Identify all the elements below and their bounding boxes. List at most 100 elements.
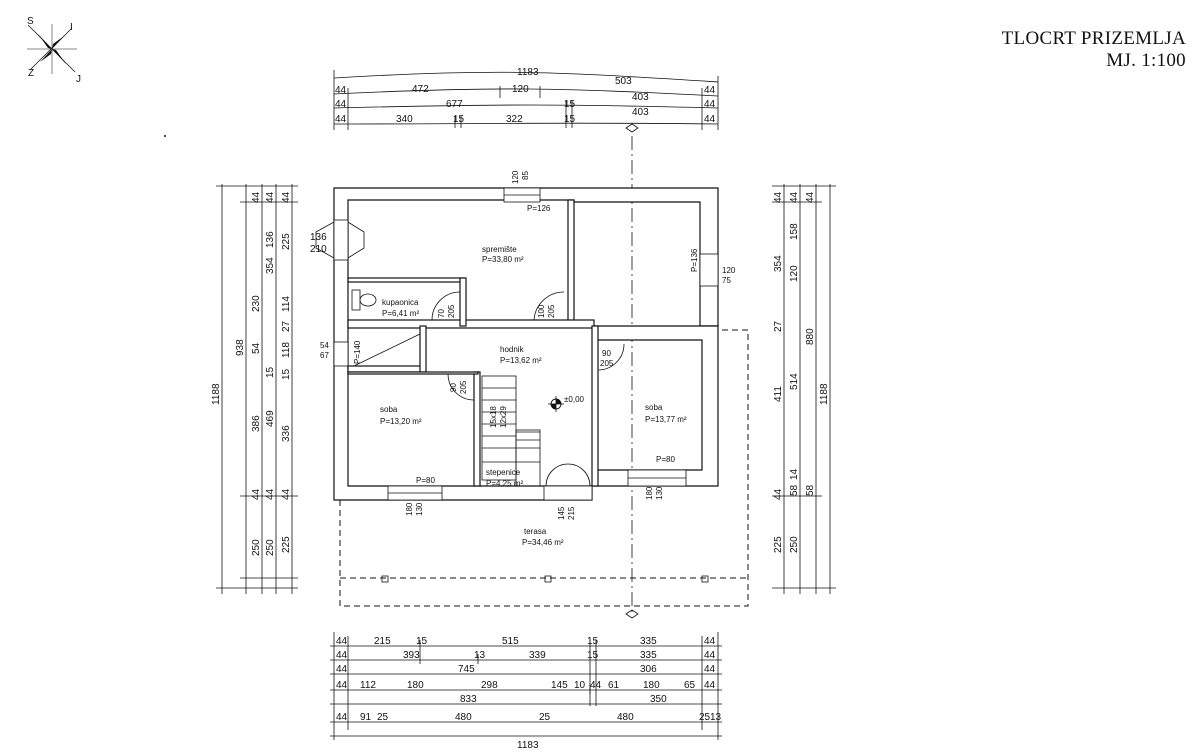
- top-r3-c: 15: [453, 114, 465, 125]
- right-c1-d: 411: [773, 386, 784, 402]
- right-c2-c: 120: [789, 265, 800, 282]
- bot-r5-b: 350: [650, 694, 667, 705]
- compass-j: J: [76, 74, 81, 85]
- bot-r4-k: 44: [704, 680, 716, 691]
- bot-r3-a: 44: [336, 664, 348, 675]
- wleft-b: 210: [310, 244, 327, 255]
- compass-z: Z: [28, 68, 34, 79]
- wsobal-b: 180: [405, 502, 414, 516]
- bot-r1-e: 15: [587, 636, 599, 647]
- wtop-b: 85: [521, 171, 530, 180]
- room-name-soba-l: soba: [380, 405, 398, 414]
- interior-walls: [347, 199, 599, 487]
- left-c1-c: 54: [251, 342, 262, 354]
- wsobar-a: P=80: [656, 455, 675, 464]
- bot-r2-d: 339: [529, 650, 546, 661]
- right-c1-c: 27: [773, 320, 784, 332]
- right-c2-d: 514: [789, 373, 800, 390]
- bot-r2-e: 15: [587, 650, 599, 661]
- stair-note-a: 15x18: [489, 406, 498, 428]
- right-c2-b: 158: [789, 223, 800, 240]
- bot-r3-b: 745: [458, 664, 475, 675]
- wsobar-b: 180: [645, 486, 654, 500]
- left-c3-e: 118: [281, 342, 292, 358]
- wtop-a: 120: [511, 170, 520, 184]
- left-c3-f: 15: [281, 368, 292, 380]
- dleft-c: P=140: [353, 340, 362, 364]
- toilet-fixture: [351, 289, 377, 311]
- terrace-outline: [339, 329, 749, 607]
- right-c3-b: 58: [805, 484, 816, 496]
- top-r3-b: 340: [396, 114, 413, 125]
- left-c3-g: 336: [281, 425, 292, 442]
- bot-r4-h: 61: [608, 680, 620, 691]
- left-c3-h: 44: [281, 488, 292, 500]
- bot-r5-a: 833: [460, 694, 477, 705]
- right-c1-b: 354: [773, 255, 784, 272]
- bot-r4-i: 180: [643, 680, 660, 691]
- dleft-a: 54: [320, 341, 329, 350]
- dsobar-b: 205: [600, 359, 614, 368]
- bot-r1-f: 335: [640, 636, 657, 647]
- left-c1-f: 250: [251, 539, 262, 556]
- top-r3-d: 322: [506, 114, 523, 125]
- right-c3-a: 44: [805, 191, 816, 203]
- bot-r2-g: 44: [704, 650, 716, 661]
- room-labels: spremište P=33,80 m² kupaonica P=6,41 m²…: [380, 245, 687, 547]
- left-c2-g: 250: [265, 539, 276, 556]
- left-c1-e: 44: [251, 488, 262, 500]
- wsobar-c: 130: [655, 486, 664, 500]
- wsobal-a: P=80: [416, 476, 435, 485]
- compass-s: S: [27, 16, 34, 27]
- dhall-a: 100: [537, 304, 546, 318]
- dterasa-a: 145: [557, 506, 566, 520]
- section-marker-bottom: [625, 609, 639, 619]
- compass-rose: S I Z J: [27, 16, 81, 85]
- right-total-dim: 1188: [819, 383, 830, 405]
- level-label: ±0,00: [564, 395, 585, 404]
- left-total-dim: 1188: [211, 383, 222, 405]
- wtop-c: P=126: [527, 204, 551, 213]
- top-dimension-lines: 1183 44 472 120 503 44 44 677 15 403 44 …: [333, 67, 719, 130]
- left-c2-f: 44: [265, 488, 276, 500]
- bot-r4-c: 180: [407, 680, 424, 691]
- left-c1-d: 386: [251, 415, 262, 432]
- bot-r1-b: 215: [374, 636, 391, 647]
- bot-r4-d: 298: [481, 680, 498, 691]
- bot-r1-a: 44: [336, 636, 348, 647]
- room-name-terasa: terasa: [524, 527, 547, 536]
- top-r1-b: 472: [412, 84, 429, 95]
- bot-r6-g: 25: [699, 712, 711, 723]
- bot-r2-f: 335: [640, 650, 657, 661]
- bot-r4-j: 65: [684, 680, 696, 691]
- bot-r4-e: 145: [551, 680, 568, 691]
- bot-r4-a: 44: [336, 680, 348, 691]
- top-r2-c: 15: [564, 99, 576, 110]
- left-c3-b: 225: [281, 233, 292, 250]
- title-line-2: MJ. 1:100: [1106, 50, 1186, 71]
- dsobal-b: 205: [459, 380, 468, 394]
- right-dimension-lines: 44 354 27 411 44 225 44 158 120 514 14 5…: [772, 184, 836, 594]
- right-c2-e: 14: [789, 468, 800, 480]
- top-r1-a: 44: [335, 85, 347, 96]
- title-line-1: TLOCRT PRIZEMLJA: [1001, 28, 1186, 49]
- bot-r6-f: 480: [617, 712, 634, 723]
- top-r2-b: 677: [446, 99, 463, 110]
- bot-r4-g: 44: [590, 680, 602, 691]
- left-c2-c: 354: [265, 257, 276, 274]
- bot-r4-b: 112: [360, 680, 376, 691]
- right-c2-f: 58: [789, 484, 800, 496]
- bot-r1-d: 515: [502, 636, 519, 647]
- bot-r2-b: 393: [403, 650, 420, 661]
- room-area-spremiste: P=33,80 m²: [482, 255, 524, 264]
- left-c3-d: 27: [281, 320, 292, 332]
- compass-i: I: [70, 22, 73, 33]
- room-area-soba-r: P=13,77 m²: [645, 415, 687, 424]
- level-marker: ±0,00: [548, 395, 585, 412]
- wleft-a: 136: [310, 232, 327, 243]
- room-area-stepenice: P=4,25 m²: [486, 479, 523, 488]
- dbath-a: 70: [437, 309, 446, 318]
- left-c3-i: 225: [281, 536, 292, 553]
- top-r1-e: 44: [704, 85, 716, 96]
- top-total-dim: 1183: [517, 67, 539, 78]
